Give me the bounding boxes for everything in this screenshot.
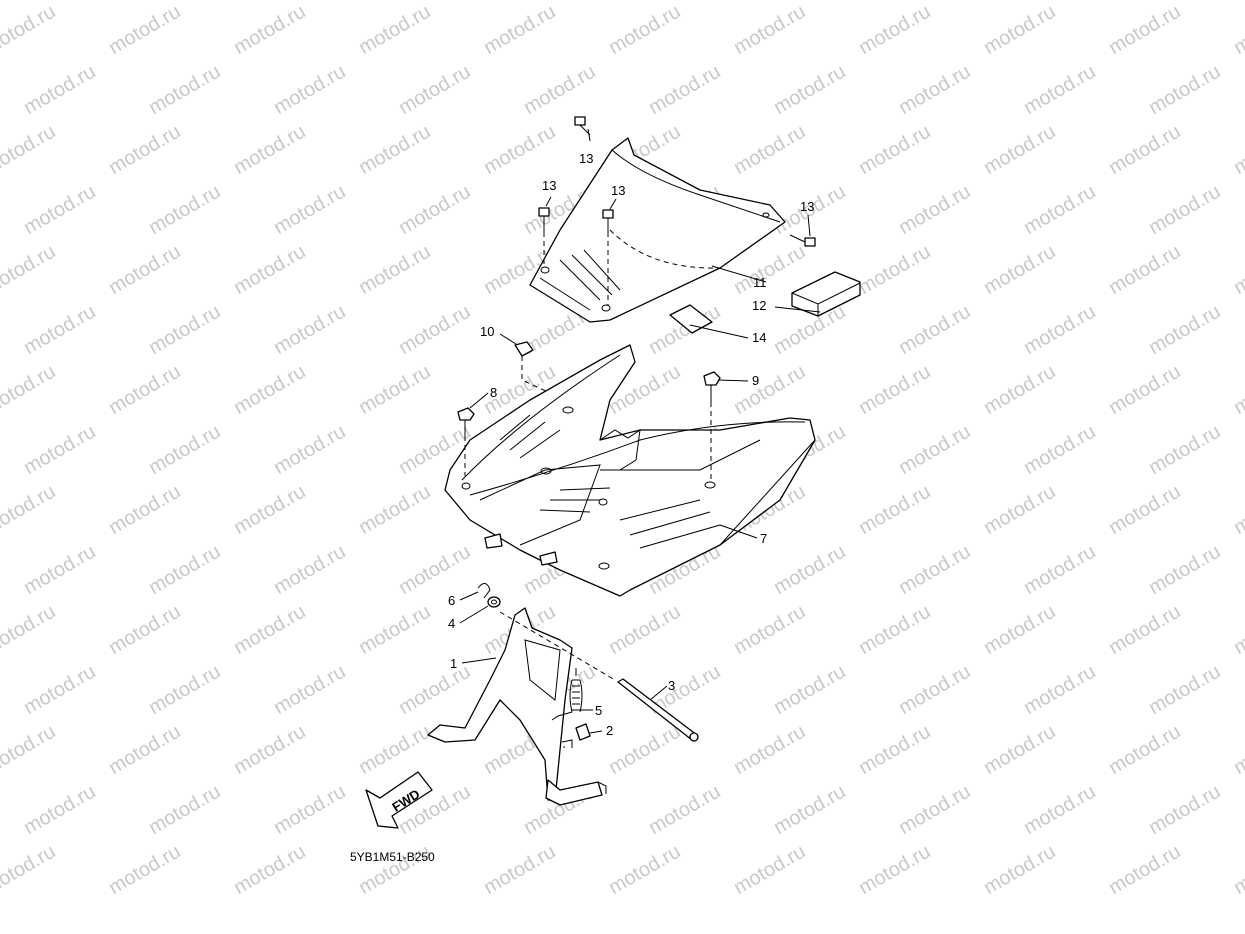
callout-7: 7: [760, 531, 767, 546]
part-3-pin: [499, 611, 699, 742]
bolt-13-top: [574, 116, 591, 136]
callout-8: 8: [490, 385, 497, 400]
part-14-label: [669, 304, 713, 334]
part-7-floorboard: [444, 344, 816, 597]
fwd-arrow: FWD: [365, 771, 433, 829]
bolt-9: [703, 371, 721, 482]
part-2-stopper: [561, 723, 591, 748]
callout-5: 5: [595, 703, 602, 718]
bolt-8: [457, 407, 475, 476]
callout-6: 6: [448, 593, 455, 608]
callout-9: 9: [752, 373, 759, 388]
callout-11: 11: [753, 275, 767, 290]
part-1-center-stand: [427, 607, 607, 806]
part-10-clip: [514, 341, 549, 393]
part-11-cover: [529, 137, 786, 323]
callout-1: 1: [450, 656, 457, 671]
callout-10: 10: [480, 324, 494, 339]
callout-leaders: [459, 128, 821, 734]
callout-13-left: 13: [542, 178, 556, 193]
callout-13-mid: 13: [611, 183, 625, 198]
bolt-13-right: [789, 234, 816, 247]
callout-14: 14: [752, 330, 766, 345]
callout-13-right: 13: [800, 199, 814, 214]
bolt-13-mid: [602, 209, 614, 306]
part-12-pad: [791, 271, 861, 317]
callout-4: 4: [448, 616, 455, 631]
callout-12: 12: [752, 298, 766, 313]
bolt-13-left: [538, 207, 550, 268]
part-6-cotter-pin: [477, 583, 491, 599]
part-5-spring: [551, 668, 583, 721]
callout-3: 3: [668, 678, 675, 693]
callout-numbers: 13 13 13 13 11 12 14 10 8 9 7 6 4 1 3 5 …: [448, 151, 814, 738]
callout-2: 2: [606, 723, 613, 738]
diagram-code: 5YB1M51-B250: [350, 850, 435, 864]
callout-13-top: 13: [579, 151, 593, 166]
part-4-washer: [487, 596, 501, 608]
